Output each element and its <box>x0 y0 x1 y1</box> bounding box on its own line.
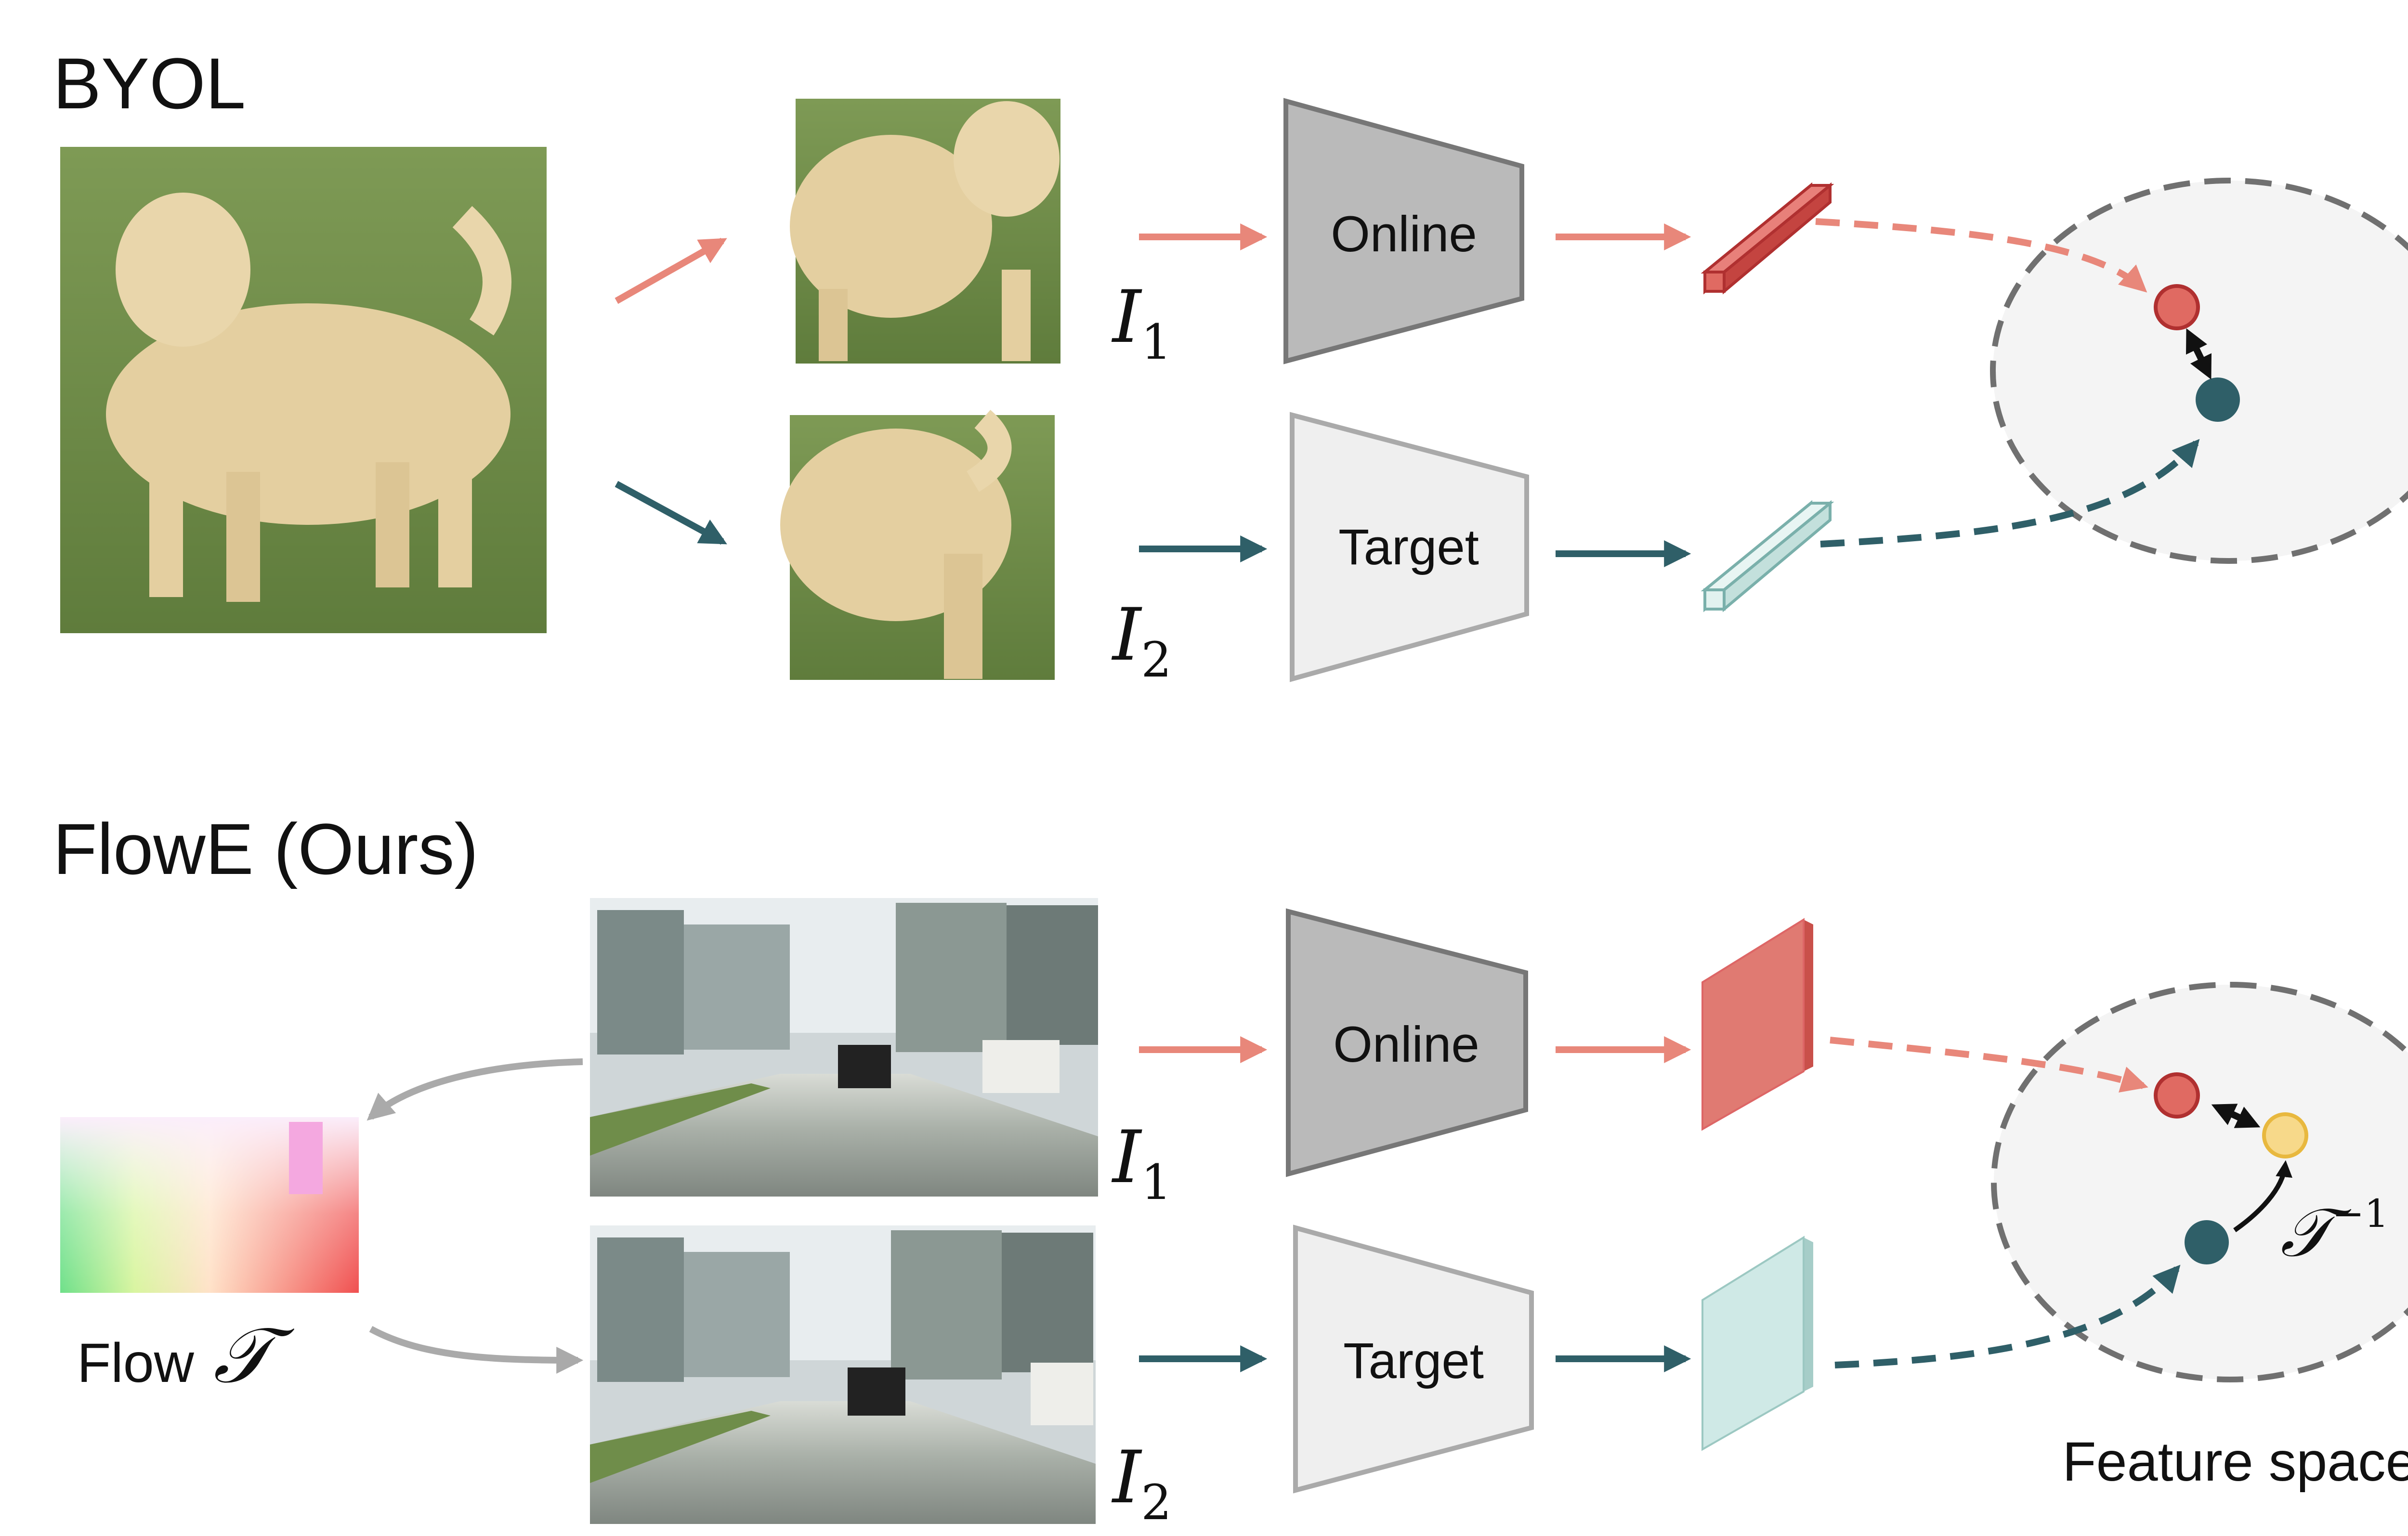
flowe-inverse-point <box>2262 1112 2308 1159</box>
view2-arrow <box>615 481 727 545</box>
flow-out-arrow <box>366 1058 583 1121</box>
byol-target-encoder: Target <box>1290 412 1529 682</box>
flowe-target-label: Target <box>1343 1333 1484 1389</box>
flowe-online-dashed-arrow <box>1830 1037 2148 1093</box>
byol-target-vector <box>1701 500 1834 612</box>
flowe-online-encoder: Online <box>1286 908 1528 1177</box>
flowe-online-point <box>2154 1072 2200 1119</box>
byol-feature-space <box>1990 178 2408 564</box>
flowe-title: FlowE (Ours) <box>53 808 478 889</box>
byol-target-dashed-arrow <box>1820 439 2200 547</box>
flowe-inverse-transform-arrow <box>2233 1160 2292 1233</box>
flowe-feature-space <box>1991 982 2408 1382</box>
dog-crop-1 <box>790 99 1060 364</box>
flowe-target-point <box>2185 1220 2229 1264</box>
byol-view2-label: I2 <box>1111 593 1172 688</box>
byol-online-encoder: Online <box>1283 98 1524 364</box>
flowe-target-dashed-arrow <box>1834 1264 2181 1368</box>
flowe-similarity-arrow <box>2211 1104 2261 1128</box>
flowe-online-label: Online <box>1333 1016 1479 1073</box>
byol-online-vector <box>1701 182 1834 295</box>
dog-crop-2 <box>780 410 1055 680</box>
byol-online-point <box>2154 284 2200 330</box>
flowe-online-featuremap <box>1701 918 1813 1131</box>
flowe-view1-label: I1 <box>1111 1116 1172 1211</box>
byol-online-label: Online <box>1331 206 1477 262</box>
flowe-target-featuremap <box>1701 1236 1813 1451</box>
flow-image <box>60 1117 359 1293</box>
byol-view1-label: I1 <box>1111 275 1172 370</box>
street-frame-2 <box>590 1225 1096 1524</box>
feature-space-label: Feature space <box>2062 1431 2408 1493</box>
byol-title: BYOL <box>53 43 246 124</box>
byol-similarity-arrow <box>2186 328 2212 380</box>
byol-target-label: Target <box>1338 519 1479 575</box>
byol-target-point <box>2196 377 2240 422</box>
flow-in-arrow <box>369 1326 584 1374</box>
flowe-view2-label: I2 <box>1111 1436 1172 1531</box>
flowe-target-encoder: Target <box>1293 1224 1534 1494</box>
view1-arrow <box>615 237 727 304</box>
dog-image <box>60 147 547 633</box>
street-frame-1 <box>590 898 1098 1197</box>
byol-online-dashed-arrow <box>1815 218 2147 293</box>
